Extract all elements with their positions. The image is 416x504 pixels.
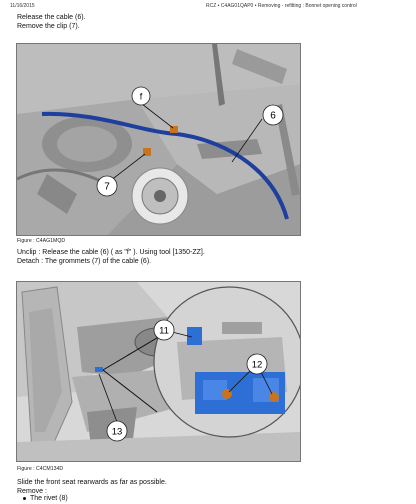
clip-f	[170, 126, 178, 133]
figure2-caption: Figure : C4CM134D	[17, 466, 64, 472]
header-title: RCZ • C4AG01QAP0 • Removing - refitting …	[206, 3, 357, 9]
cable-6	[41, 111, 289, 220]
instruction-detach: Detach : The grommets (7) of the cable (…	[17, 258, 152, 265]
figure-engine-bay: f 6 7	[16, 43, 301, 236]
instruction-release-cable: Release the cable (6).	[17, 14, 86, 21]
bullet-dot	[23, 497, 26, 500]
bullet-rivet-8: The rivet (8)	[30, 495, 68, 502]
cabin-illustration: 11 12 13	[17, 282, 300, 461]
figure-cabin: 11 12 13	[16, 281, 301, 462]
instruction-unclip: Unclip : Release the cable (6) ( as "f" …	[17, 249, 205, 256]
bullet-list: The rivet (8)	[0, 495, 416, 504]
figure1-caption: Figure : C4AG1MQD	[17, 238, 66, 244]
callout-6: 6	[270, 111, 276, 122]
fastener-12b	[269, 392, 279, 402]
callout-11: 11	[159, 326, 169, 337]
callout-12: 12	[252, 360, 263, 371]
instruction-slide-seat: Slide the front seat rearwards as far as…	[17, 479, 167, 486]
callout-f: f	[140, 92, 143, 102]
engine-bay-illustration: f 6 7	[17, 44, 300, 235]
callout-7: 7	[104, 182, 110, 193]
callout-13: 13	[112, 427, 123, 438]
clip-7	[143, 148, 151, 156]
instruction-remove: Remove :	[17, 488, 47, 495]
instruction-remove-clip: Remove the clip (7).	[17, 23, 80, 30]
header-date: 11/16/2015	[10, 3, 35, 9]
